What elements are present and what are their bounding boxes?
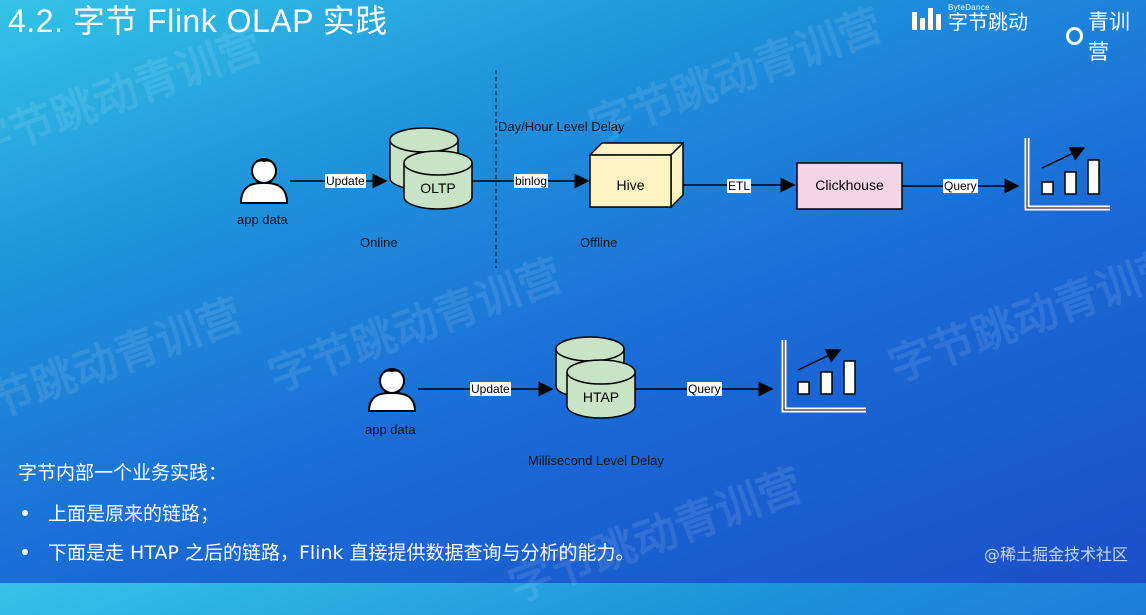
- edge-etl-label: ETL: [727, 179, 752, 193]
- htap-label: HTAP: [582, 389, 620, 405]
- user-icon: [367, 368, 417, 412]
- edge-query-label-top: Query: [943, 179, 978, 193]
- qingxun-logo: 青训营: [1066, 6, 1146, 66]
- htap-database-icon: [555, 336, 636, 419]
- oltp-database-icon: [389, 127, 473, 210]
- notes-item: 上面是原来的链路；: [18, 499, 635, 526]
- edge-update-label-top: Update: [325, 174, 366, 188]
- notes-heading: 字节内部一个业务实践：: [18, 462, 228, 484]
- notes-item-text: 下面是走 HTAP 之后的链路，Flink 直接提供数据查询与分析的能力。: [48, 542, 635, 564]
- diagram-shapes: [239, 70, 1110, 419]
- app-data-label-bottom: app data: [365, 422, 416, 437]
- edge-update-label-bottom: Update: [470, 382, 511, 396]
- edge-binlog-label: binlog: [514, 174, 549, 188]
- clickhouse-label: Clickhouse: [815, 177, 884, 193]
- notes-section: 字节内部一个业务实践： 上面是原来的链路； 下面是走 HTAP 之后的链路，Fl…: [18, 458, 635, 577]
- architecture-diagram: app data Update OLTP Day/Hour Level Dela…: [237, 70, 1110, 468]
- bytedance-logo-text: 字节跳动: [948, 10, 1028, 34]
- bytedance-logo-small-text: ByteDance: [948, 3, 990, 12]
- hive-label: Hive: [616, 177, 645, 193]
- user-icon: [239, 158, 289, 204]
- qingxun-ring-icon: [1066, 27, 1084, 45]
- notes-item-text: 上面是原来的链路；: [48, 503, 220, 525]
- offline-label: Offline: [580, 235, 618, 250]
- online-label: Online: [360, 235, 398, 250]
- notes-item: 下面是走 HTAP 之后的链路，Flink 直接提供数据查询与分析的能力。: [18, 538, 635, 565]
- millisecond-delay-label: Millisecond Level Delay: [528, 453, 664, 468]
- bullet-icon: [22, 509, 28, 516]
- edge-query-label-bottom: Query: [687, 382, 722, 396]
- slide-title: 4.2. 字节 Flink OLAP 实践: [8, 3, 388, 39]
- bytedance-logo: ByteDance 字节跳动: [912, 4, 1028, 32]
- oltp-label: OLTP: [420, 180, 456, 196]
- footer-watermark: @稀土掘金技术社区: [983, 545, 1128, 564]
- app-data-label-top: app data: [237, 212, 288, 227]
- bar-chart-icon: [1024, 138, 1110, 211]
- qingxun-logo-text: 青训营: [1088, 10, 1131, 64]
- day-hour-delay-label: Day/Hour Level Delay: [498, 119, 625, 134]
- bytedance-bars-icon: [912, 6, 942, 30]
- hive-box-icon: [588, 141, 685, 209]
- bullet-icon: [22, 548, 28, 555]
- bar-chart-icon: [781, 340, 866, 413]
